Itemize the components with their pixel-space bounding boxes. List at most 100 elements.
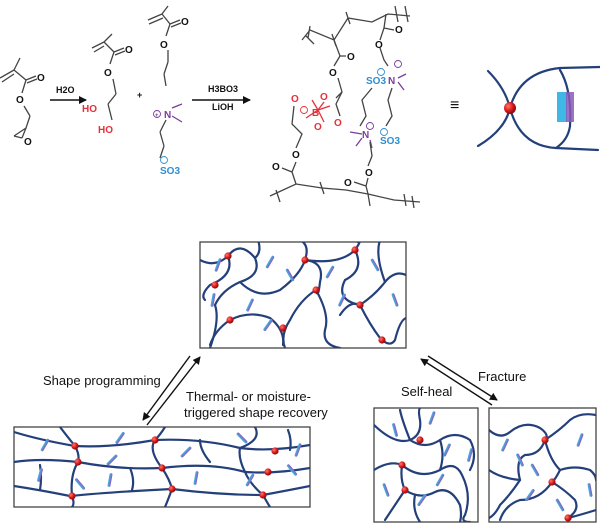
polymer-chain [403, 488, 463, 522]
zwitterion-pair [236, 432, 248, 444]
zwitterion-pair [325, 265, 335, 279]
negative-charge-icon [160, 156, 168, 164]
borate-crosslink-node [398, 461, 406, 469]
zwitterion-pair-purple [566, 92, 574, 122]
polymer-chain [550, 480, 578, 520]
zwitterion-pair [193, 471, 199, 485]
carbonyl-oxygen: O [395, 25, 403, 36]
zwitterion-pair [467, 448, 473, 462]
sulfonate-group: SO3 [380, 136, 400, 147]
zwitterion-segment [576, 433, 584, 447]
polymer-chain [558, 466, 596, 482]
zwitterion-pair [435, 473, 445, 487]
zwitterion-pair [210, 293, 216, 307]
self-heal-arrow [420, 358, 493, 406]
polymer-chain [128, 466, 135, 492]
zwitterion-segment [106, 454, 118, 466]
zwitterion-pair [106, 454, 118, 466]
sulfonate-group: SO3 [366, 76, 386, 87]
polymer-network [200, 242, 406, 348]
polymer-chain [151, 438, 174, 507]
crosslinked-polymer-structure: O O O O O O B O O O O SO3 N N SO3 O O [269, 5, 421, 209]
zwitterion-segment [382, 483, 390, 497]
zwitterion-segment [246, 298, 254, 312]
shape-recovery-label-line2: triggered shape recovery [184, 405, 328, 420]
boron-atom: B [312, 108, 319, 119]
ester-oxygen: O [292, 150, 300, 161]
zwitterion-segment [338, 293, 346, 307]
zwitterion-pair [525, 488, 535, 502]
polymer-chain [286, 428, 292, 452]
carbonyl-oxygen: O [347, 52, 355, 63]
zwitterion-segment [107, 473, 113, 487]
reagent-boric-acid: H3BO3 [208, 84, 238, 94]
ester-oxygen: O [365, 168, 373, 179]
zwitterion-pair [428, 411, 436, 425]
ester-oxygen: O [329, 68, 337, 79]
zwitterion-pair [338, 293, 346, 307]
borate-crosslink-node [211, 281, 219, 289]
zwitterion-segment [370, 258, 380, 272]
plus-sign: + [137, 90, 142, 100]
zwitterion-pair [417, 493, 427, 507]
crosslinking-step: H3BO3 LiOH [192, 84, 251, 112]
zwitterion-segment [285, 268, 295, 282]
quaternary-nitrogen: N [388, 76, 395, 87]
polymer-chain [489, 423, 548, 442]
polymer-chain [543, 413, 596, 442]
polymer-chain [228, 313, 285, 347]
polymer-chain [489, 468, 522, 482]
sulfobetaine-methacrylate-structure: O O + N SO3 [147, 5, 189, 177]
borate-crosslink-node [356, 301, 364, 309]
zwitterion-segment [37, 468, 43, 482]
polymer-chain [198, 438, 212, 464]
shape-programming-arrows [142, 355, 201, 426]
borate-crosslink-node [378, 336, 386, 344]
crosslink-schematic [476, 65, 600, 152]
zwitterion-pair [501, 438, 509, 452]
shape-programming-arrow [142, 355, 191, 421]
polymer-chain [438, 438, 444, 472]
polymer-chain [200, 247, 258, 348]
borate-crosslink-node [168, 485, 176, 493]
polymer-chain [377, 242, 387, 284]
carbonyl-oxygen: O [181, 17, 189, 28]
dynamic-borate-crosslink-node [504, 102, 516, 114]
fracture-arrow [427, 355, 498, 401]
zwitterion-pair [246, 298, 254, 312]
fractured-left-half-frame [373, 407, 479, 523]
zwitterion-pair [443, 443, 451, 457]
fractured-right-half-frame [488, 407, 597, 523]
zwitterion-pair [294, 443, 302, 457]
carbonyl-oxygen: O [37, 73, 45, 84]
zwitterion-pair [285, 268, 295, 282]
polymer-chain [303, 242, 361, 263]
reagent-lithium-hydroxide: LiOH [212, 102, 234, 112]
positive-charge-icon [366, 122, 374, 130]
zwitterion-pair [265, 255, 275, 269]
zwitterion-segment [265, 255, 275, 269]
hydroxyl-group: HO [98, 125, 113, 136]
zwitterion-pair [392, 423, 398, 437]
zwitterion-pair [516, 453, 524, 467]
ester-oxygen: O [104, 68, 112, 79]
zwitterion-segment [74, 478, 86, 490]
polymer-chain [498, 480, 554, 522]
epoxide-oxygen: O [24, 137, 32, 148]
borate-crosslink-node [264, 468, 272, 476]
borate-crosslink-node [548, 478, 556, 486]
polymer-chain [282, 288, 318, 348]
negative-charge-icon [300, 106, 308, 114]
zwitterion-pair [74, 478, 86, 490]
carbonyl-oxygen: O [125, 45, 133, 56]
zwitterion-segment [428, 411, 436, 425]
zwitterion-segment [236, 432, 248, 444]
borate-crosslink-node [71, 442, 79, 450]
positive-charge-sign: + [155, 113, 159, 119]
self-heal-label: Self-heal [401, 384, 452, 399]
zwitterion-pair [576, 433, 584, 447]
polymer-chain [358, 303, 406, 345]
zwitterion-segment [263, 318, 273, 332]
fracture-heal-arrows [420, 355, 498, 406]
